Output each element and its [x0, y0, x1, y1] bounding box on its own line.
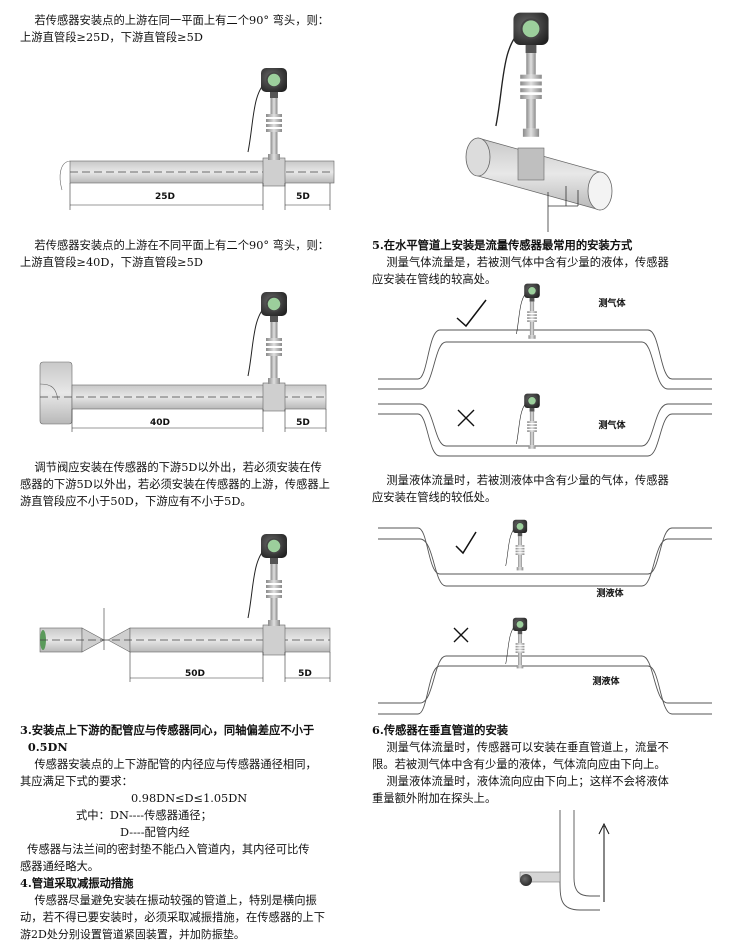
- sec3-line2: 感器的下游5D以外出，若必须安装在传感器的上游，传感器上: [20, 478, 330, 491]
- sec2-line1: 若传感器安装点的上游在不同平面上有二个90° 弯头，则：: [20, 239, 330, 252]
- sec5-p1: 传感器尽量避免安装在振动较强的管道上，特别是横向振: [20, 894, 317, 907]
- label-gas-ok: 测气体: [598, 299, 626, 309]
- label-liquid-ok: 测液体: [596, 589, 624, 599]
- dim-label-5d-c: 5D: [298, 669, 312, 679]
- label-liquid-bad: 测液体: [592, 677, 620, 687]
- sec4-heading: 3.安装点上下游的配管应与传感器同心，同轴偏差应不小于: [20, 723, 315, 737]
- sec5-p3: 游2D处分别设置管道紧固装置，并加防振垫。: [20, 928, 245, 941]
- sec4-p4: 感器通经略大。: [20, 860, 100, 873]
- sec4-p1: 传感器安装点的上下游配管的内径应与传感器通径相同，: [20, 758, 317, 771]
- figure-different-plane-elbows: [39, 291, 327, 432]
- right-sec5-p3: 测量液体流量时，若被测液体中含有少量的气体，传感器: [372, 474, 669, 487]
- label-gas-bad: 测气体: [598, 421, 626, 431]
- right-sec6-p2: 限。若被测气体中含有少量的液体，气体流向应由下向上。: [372, 758, 666, 771]
- sec4-where1: 式中：DN----传感器通径；: [76, 809, 212, 822]
- sec2-line2: 上游直管段≥40D，下游直管段≥5D: [20, 256, 203, 269]
- sec3-line3: 游直管段应不小于50D，下游应有不小于5D。: [20, 495, 252, 508]
- figure-gas-piping: [378, 299, 712, 457]
- figure-valve: [39, 533, 331, 682]
- right-sec6-heading: 6.传感器在垂直管道的安装: [372, 723, 509, 737]
- dim-label-5d-b: 5D: [296, 418, 310, 428]
- sec5-p2: 动，若不得已要安装时，必须采取减振措施，在传感器的上下: [20, 911, 326, 924]
- dim-label-5d-a: 5D: [296, 192, 310, 202]
- right-sec5-p4: 应安装在管线的较低处。: [372, 491, 497, 504]
- figure-vertical-pipe: [559, 810, 610, 911]
- sec3-line1: 调节阀应安装在传感器的下游5D以外出，若必须安装在传: [20, 461, 322, 474]
- dim-label-40d: 40D: [150, 418, 170, 428]
- sec5-heading: 4.管道采取减振动措施: [20, 876, 134, 890]
- figure-3d-pipe: [465, 11, 613, 232]
- dim-label-50d: 50D: [185, 669, 205, 679]
- sec1-line1: 若传感器安装点的上游在同一平面上有二个90° 弯头，则：: [20, 14, 330, 27]
- right-sec5-heading: 5.在水平管道上安装是流量传感器最常用的安装方式: [372, 238, 633, 252]
- figure-same-plane-elbows: [59, 67, 335, 210]
- right-sec6-p3: 测量液体流量时，液体流向应由下向上；这样不会将液体: [372, 775, 669, 788]
- dim-label-25d: 25D: [155, 192, 175, 202]
- sec4-heading-cont: 0.5DN: [20, 740, 68, 754]
- right-sec5-p2: 应安装在管线的较高处。: [372, 273, 497, 286]
- sec1-line2: 上游直管段≥25D，下游直管段≥5D: [20, 31, 203, 44]
- sec4-p3: 传感器与法兰间的密封垫不能凸入管道内，其内径可比传: [20, 843, 310, 856]
- sec4-formula: 0.98DN≤D≤1.05DN: [131, 792, 248, 805]
- right-sec6-p1: 测量气体流量时，传感器可以安装在垂直管道上，流量不: [372, 741, 669, 754]
- right-sec5-p1: 测量气体流量是，若被测气体中含有少量的液体，传感器: [372, 256, 669, 269]
- sec4-p2: 其应满足下式的要求：: [20, 775, 133, 788]
- sec4-where2: D----配管内经: [120, 826, 190, 839]
- right-sec6-p4: 重量额外附加在探头上。: [372, 792, 497, 805]
- figure-liquid-piping: [378, 527, 712, 715]
